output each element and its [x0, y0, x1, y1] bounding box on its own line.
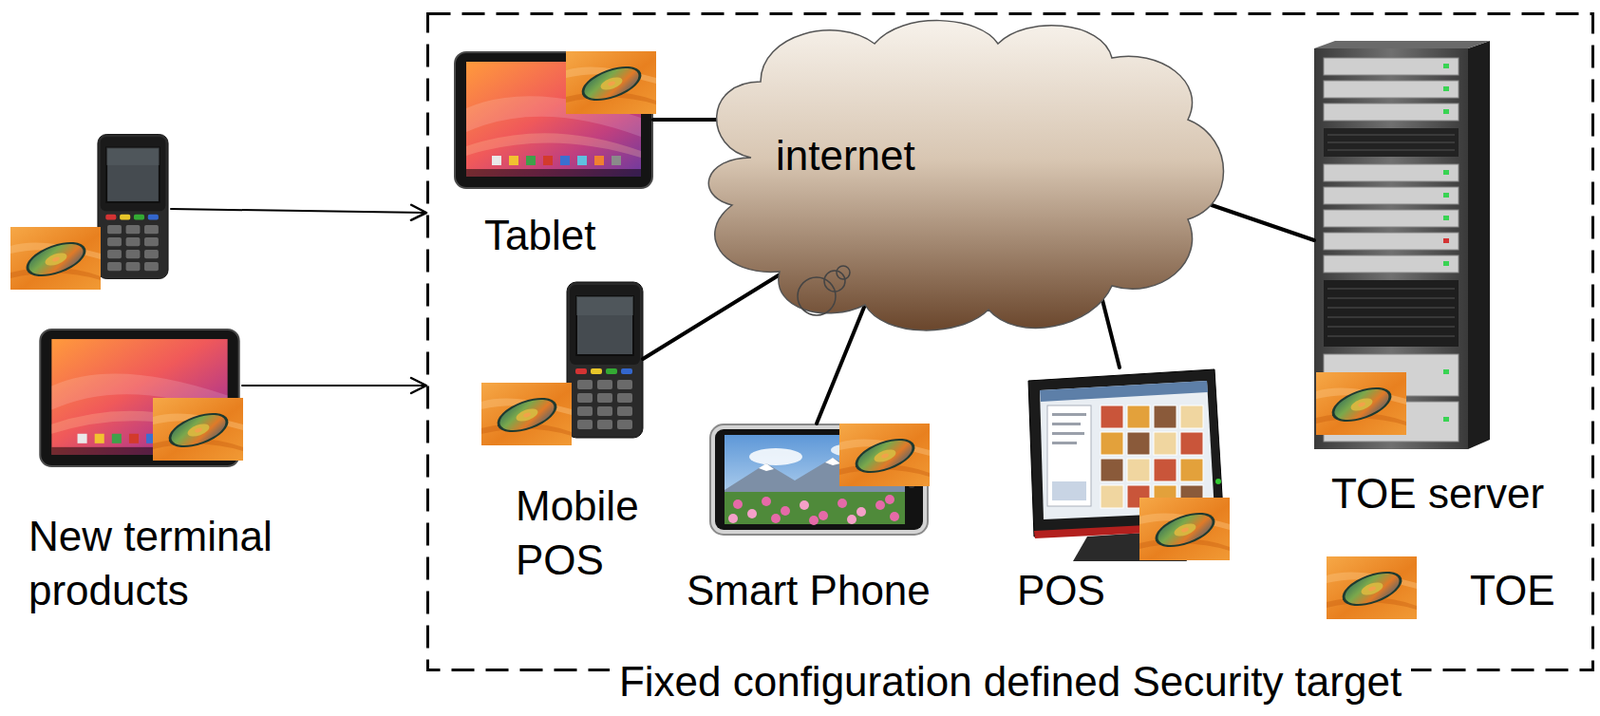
- cloud-outline: [694, 15, 1230, 338]
- security-target-boundary: Fixed configuration defined Security tar…: [426, 12, 1595, 672]
- pos-illustration: [1028, 369, 1230, 562]
- node-label: POS: [1016, 563, 1106, 618]
- node-label: Tablet: [484, 207, 596, 263]
- toe-server: TOE server: [1314, 40, 1563, 523]
- server-illustration: [1314, 40, 1490, 450]
- boundary-caption: Fixed configuration defined Security tar…: [609, 658, 1412, 705]
- new-handheld-illustration: [10, 134, 169, 291]
- node-label: internet: [775, 128, 916, 183]
- link-line: [642, 273, 782, 359]
- smartphone-device: Smart Phone: [686, 423, 937, 620]
- legend-icon: [1326, 556, 1417, 620]
- node-label: New terminal products: [28, 508, 285, 618]
- legend-text: TOE: [1469, 563, 1556, 618]
- node-label: TOE server: [1331, 466, 1544, 521]
- tablet-device: Tablet: [453, 51, 654, 270]
- pos-terminal: POS: [1016, 367, 1230, 620]
- tablet-illustration: [454, 51, 657, 189]
- link-line: [653, 119, 721, 121]
- link-line: [1102, 300, 1120, 368]
- arrow-line: [242, 377, 427, 394]
- internet-cloud: internet: [694, 15, 1230, 338]
- node-label: Smart Phone: [686, 563, 931, 618]
- link-line: [1211, 205, 1315, 241]
- link-line: [816, 304, 866, 424]
- device-group: New terminal products: [10, 127, 291, 620]
- arrow-line: [170, 205, 427, 221]
- new-tablet-illustration: [39, 329, 244, 467]
- smartphone-illustration: [710, 423, 930, 535]
- node-label: Mobile POS: [515, 478, 659, 587]
- mobile-pos-device: Mobile POS: [481, 281, 664, 595]
- mobile-pos-illustration: [481, 282, 643, 446]
